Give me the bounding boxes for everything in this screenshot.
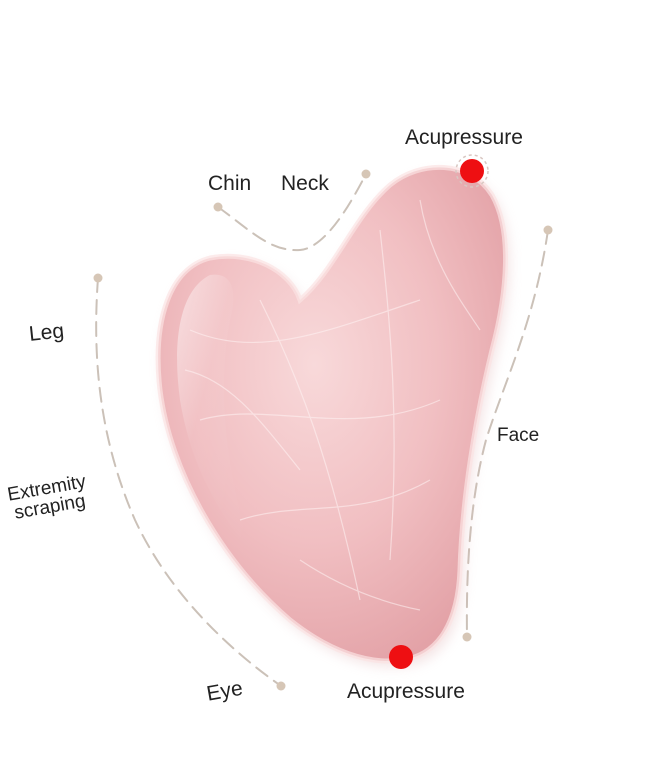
acupressure-top-label: Acupressure [405,126,523,149]
guide-end-dots [93,169,553,691]
stone-edge-highlight [155,164,509,664]
leg-extremity-guide [95,277,282,687]
chin-neck-guide [217,173,367,252]
acupressure-point-top [455,154,489,188]
leg-label: Leg [27,319,66,346]
stone-sheen [177,274,250,550]
stone-veins [184,199,481,611]
neck-label: Neck [281,172,329,195]
face-guide [465,229,549,638]
guide-lines [95,173,549,687]
chin-label: Chin [208,172,252,195]
acupressure-point-bottom [389,645,413,669]
acupressure-bottom-label: Acupressure [347,680,465,703]
face-label: Face [497,425,540,446]
